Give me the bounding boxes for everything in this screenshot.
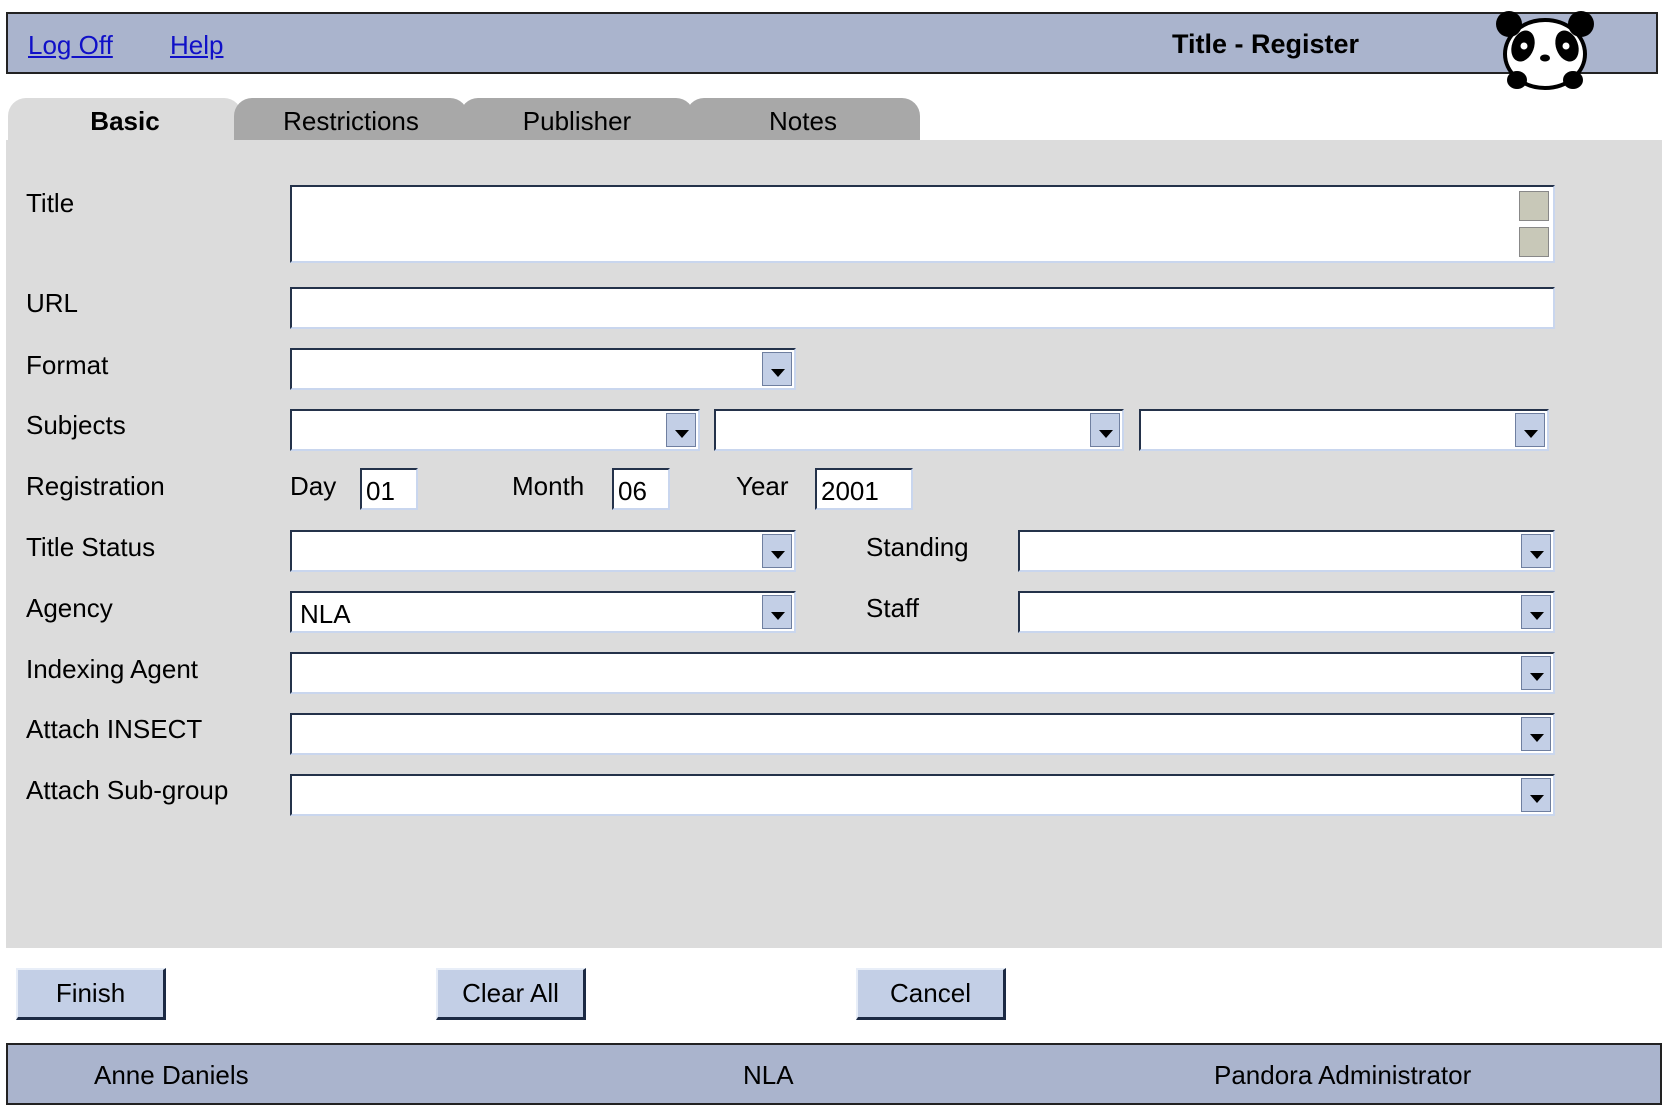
month-input[interactable]: 06 (612, 468, 670, 510)
year-label: Year (736, 471, 789, 501)
attach-subgroup-select[interactable] (290, 774, 1555, 816)
chevron-down-icon[interactable] (762, 534, 792, 568)
indexing-agent-select[interactable] (290, 652, 1555, 694)
chevron-down-icon[interactable] (762, 595, 792, 629)
subject-select-1[interactable] (290, 409, 700, 451)
panda-icon (1496, 11, 1594, 90)
scroll-up-icon[interactable] (1519, 191, 1549, 221)
staff-label: Staff (866, 593, 920, 623)
help-link[interactable]: Help (170, 30, 224, 60)
format-label: Format (26, 350, 109, 380)
chevron-down-icon[interactable] (1515, 413, 1545, 447)
cancel-button[interactable]: Cancel (856, 968, 1006, 1020)
chevron-down-icon[interactable] (1521, 656, 1551, 690)
chevron-down-icon[interactable] (1521, 595, 1551, 629)
day-input[interactable]: 01 (360, 468, 418, 510)
form-panel: Title URL Format Subjects Registration D… (6, 140, 1662, 948)
staff-select[interactable] (1018, 591, 1555, 633)
year-input[interactable]: 2001 (815, 468, 913, 510)
tab-basic[interactable]: Basic (8, 98, 242, 142)
month-label: Month (512, 471, 585, 501)
title-status-select[interactable] (290, 530, 796, 572)
agency-select[interactable]: NLA (290, 591, 796, 633)
footer-user: Anne Daniels (94, 1060, 249, 1090)
subject-select-2[interactable] (714, 409, 1124, 451)
attach-insect-select[interactable] (290, 713, 1555, 755)
registration-label: Registration (26, 471, 165, 501)
tab-publisher[interactable]: Publisher (460, 98, 694, 142)
chevron-down-icon[interactable] (666, 413, 696, 447)
subjects-label: Subjects (26, 410, 126, 440)
url-input[interactable] (290, 287, 1555, 329)
attach-subgroup-label: Attach Sub-group (26, 775, 229, 805)
chevron-down-icon[interactable] (1521, 717, 1551, 751)
url-label: URL (26, 288, 79, 318)
subject-select-3[interactable] (1139, 409, 1549, 451)
page-title: Title - Register (1172, 29, 1360, 59)
standing-label: Standing (866, 532, 969, 562)
tab-notes[interactable]: Notes (686, 98, 920, 142)
footer-agency: NLA (743, 1060, 794, 1090)
format-select[interactable] (290, 348, 796, 390)
logoff-link[interactable]: Log Off (28, 30, 113, 60)
day-label: Day (290, 471, 337, 501)
chevron-down-icon[interactable] (1521, 778, 1551, 812)
title-textarea[interactable] (290, 185, 1555, 263)
chevron-down-icon[interactable] (762, 352, 792, 386)
footer-role: Pandora Administrator (1214, 1060, 1472, 1090)
attach-insect-label: Attach INSECT (26, 714, 203, 744)
title-status-label: Title Status (26, 532, 156, 562)
chevron-down-icon[interactable] (1090, 413, 1120, 447)
title-label: Title (26, 188, 75, 218)
finish-button[interactable]: Finish (16, 968, 166, 1020)
footer-bar: Anne Daniels NLA Pandora Administrator (6, 1043, 1662, 1105)
tab-restrictions[interactable]: Restrictions (234, 98, 468, 142)
scroll-down-icon[interactable] (1519, 227, 1549, 257)
header-bar: Log Off Help Title - Register (6, 12, 1658, 74)
clear-all-button[interactable]: Clear All (436, 968, 586, 1020)
agency-label: Agency (26, 593, 113, 623)
chevron-down-icon[interactable] (1521, 534, 1551, 568)
standing-select[interactable] (1018, 530, 1555, 572)
indexing-agent-label: Indexing Agent (26, 654, 199, 684)
